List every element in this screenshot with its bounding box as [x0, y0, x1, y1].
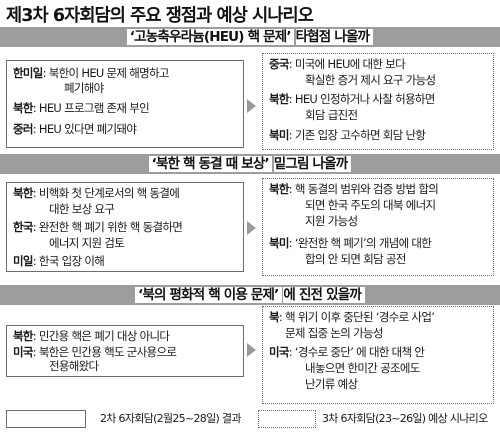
arrow-right-icon — [247, 99, 256, 113]
statement-text: : 한국 입장 이해 — [32, 254, 105, 268]
party-label: 북한 — [269, 92, 289, 106]
party-label: 북한 — [13, 329, 33, 343]
section-title-rest: 밑그림 나올까 — [273, 156, 352, 172]
entry: 중국: 미국에 HEU에 대한 보다 — [269, 57, 406, 72]
entry-continuation: 합의 안 되면 회담 공전 — [305, 252, 406, 266]
entry: 북미: 기존 입장 고수하면 회담 난항 — [269, 128, 426, 143]
statement-text: : 북한은 민간용 핵도 군사용으로 — [32, 345, 177, 359]
entry: 북한: 민간용 핵은 폐기 대상 아니다 — [13, 329, 170, 344]
section-title-peaceful-use: ‘북의 평화적 핵 이용 문제’ 에 진전 있을까 — [0, 286, 500, 304]
entry-continuation: 난기류 예상 — [305, 377, 358, 391]
statement-text: : HEU 인정하거나 사찰 허용하면 — [288, 92, 436, 106]
statement-text: : 핵 동결의 범위와 검증 방법 합의 — [288, 182, 439, 196]
entry: 한미일: 북한이 HEU 문제 해명하고 — [13, 66, 169, 81]
entry: 북: 핵 위기 이후 중단된 ‘경수로 사업’ — [269, 310, 435, 325]
party-label: 북한 — [269, 182, 289, 196]
result-box-peaceful-use: 북한: 민간용 핵은 폐기 대상 아니다 미국: 북한은 민간용 핵도 군사용으… — [6, 325, 244, 377]
statement-text: : HEU 프로그램 존재 부인 — [32, 101, 150, 115]
entry-continuation: 대한 보상 요구 — [49, 202, 115, 216]
party-label: 북미 — [269, 236, 289, 250]
scenario-box-heu: 중국: 미국에 HEU에 대한 보다 확실한 증거 제시 요구 가능성 북한: … — [262, 53, 494, 150]
entry: 미국: 북한은 민간용 핵도 군사용으로 — [13, 345, 177, 360]
statement-text: : ‘완전한 핵 폐기’의 개념에 대한 — [288, 236, 432, 250]
statement-text: : 기존 입장 고수하면 회담 난항 — [288, 128, 426, 142]
result-box-heu: 한미일: 북한이 HEU 문제 해명하고 폐기해야 북한: HEU 프로그램 존… — [6, 60, 244, 148]
entry-continuation: 전용해왔다 — [49, 359, 99, 373]
entry-continuation: 회담 급진전 — [305, 108, 358, 122]
entry: 북한: HEU 프로그램 존재 부인 — [13, 101, 150, 116]
party-label: 한미일 — [13, 66, 43, 80]
entry: 미국: ‘경수로 중단’ 에 대한 대책 안 — [269, 345, 425, 360]
entry: 북한: 비핵화 첫 단계로서의 핵 동결에 — [13, 186, 180, 201]
entry: 미일: 한국 입장 이해 — [13, 254, 105, 269]
section-title-heu: ‘고농축우라늄(HEU) 핵 문제’ 타협점 나올까 — [0, 28, 500, 46]
statement-text: : 비핵화 첫 단계로서의 핵 동결에 — [32, 186, 180, 200]
statement-text: : 핵 위기 이후 중단된 ‘경수로 사업’ — [278, 310, 435, 324]
party-label: 북한 — [13, 186, 33, 200]
section-title-highlight: ‘북의 평화적 핵 이용 문제’ — [135, 287, 282, 303]
legend-solid-label: 2차 6자회담(2월25~28일) 결과 — [100, 412, 241, 425]
party-label: 한국 — [13, 220, 33, 234]
section-title-freeze: ‘북한 핵 동결 때 보상’ 밑그림 나올까 — [0, 155, 500, 173]
entry: 중러: HEU 있다면 폐기돼야 — [13, 122, 137, 137]
arrow-right-icon — [247, 343, 256, 357]
legend-solid-swatch — [6, 410, 86, 428]
party-label: 미국 — [269, 345, 289, 359]
statement-text: : 완전한 핵 폐기 위한 핵 동결하면 — [32, 220, 183, 234]
entry-continuation: 폐기해야 — [64, 81, 104, 95]
section-title-rest: 타협점 나올까 — [295, 29, 374, 45]
party-label: 미일 — [13, 254, 33, 268]
party-label: 북 — [269, 310, 280, 324]
legend-dotted-label: 3차 6자회담(23~26일) 예상 시나리오 — [322, 412, 488, 425]
party-label: 북미 — [269, 128, 289, 142]
entry-continuation: 내놓으면 한미간 공조에도 — [305, 361, 420, 375]
entry-continuation: 지원 가능성 — [305, 214, 358, 228]
party-label: 미국 — [13, 345, 33, 359]
result-box-freeze: 북한: 비핵화 첫 단계로서의 핵 동결에 대한 보상 요구 한국: 완전한 핵… — [6, 182, 244, 272]
section-title-rest: 에 진전 있을까 — [283, 287, 365, 303]
page-title: 제3차 6자회담의 주요 쟁점과 예상 시나리오 — [6, 6, 314, 26]
party-label: 북한 — [13, 101, 33, 115]
entry: 북한: HEU 인정하거나 사찰 허용하면 — [269, 92, 435, 107]
section-title-highlight: ‘북한 핵 동결 때 보상’ — [148, 156, 272, 172]
arrow-right-icon — [247, 221, 256, 235]
entry-continuation: 되면 한국 주도의 대북 에너지 — [305, 198, 436, 212]
statement-text: : 북한이 HEU 문제 해명하고 — [42, 66, 170, 80]
scenario-box-freeze: 북한: 핵 동결의 범위와 검증 방법 합의 되면 한국 주도의 대북 에너지 … — [262, 178, 494, 276]
entry-continuation: 문제 집중 논의 가능성 — [285, 326, 383, 340]
party-label: 중러 — [13, 122, 33, 136]
statement-text: : HEU 있다면 폐기돼야 — [32, 122, 137, 136]
entry: 한국: 완전한 핵 폐기 위한 핵 동결하면 — [13, 220, 183, 235]
entry-continuation: 에너지 지원 검토 — [49, 236, 125, 250]
party-label: 중국 — [269, 57, 289, 71]
entry-continuation: 확실한 증거 제시 요구 가능성 — [305, 73, 436, 87]
legend-dotted-swatch — [258, 410, 316, 428]
scenario-box-peaceful-use: 북: 핵 위기 이후 중단된 ‘경수로 사업’ 문제 집중 논의 가능성 미국:… — [262, 306, 494, 404]
entry: 북미: ‘완전한 핵 폐기’의 개념에 대한 — [269, 236, 432, 251]
statement-text: : 미국에 HEU에 대한 보다 — [288, 57, 406, 71]
statement-text: : 민간용 핵은 폐기 대상 아니다 — [32, 329, 170, 343]
statement-text: : ‘경수로 중단’ 에 대한 대책 안 — [288, 345, 425, 359]
section-title-highlight: ‘고농축우라늄(HEU) 핵 문제’ — [126, 29, 294, 45]
entry: 북한: 핵 동결의 범위와 검증 방법 합의 — [269, 182, 439, 197]
